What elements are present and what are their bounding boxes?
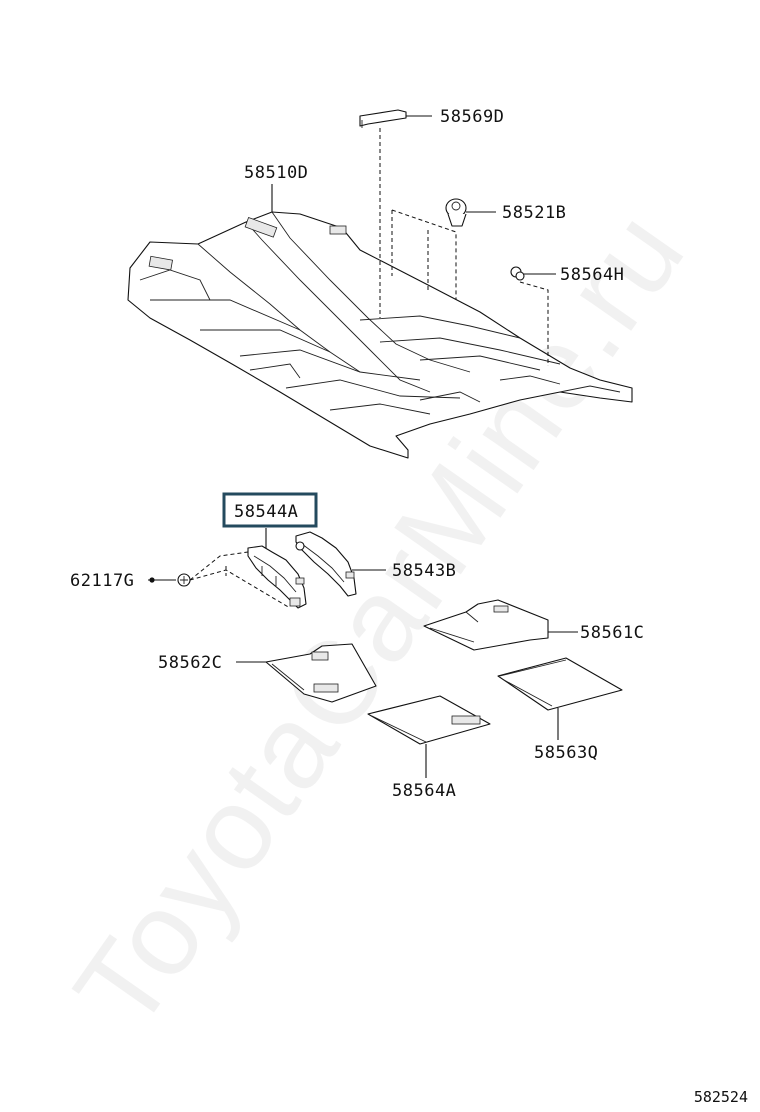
label-58563Q[interactable]: 58563Q [534,743,598,763]
label-58564H[interactable]: 58564H [560,265,624,285]
label-58561C[interactable]: 58561C [580,623,644,643]
floor-carpet-drawing[interactable] [127,211,633,459]
bracket-drawing[interactable] [247,545,307,609]
figure-code: 582524 [693,1088,748,1106]
floor-strip-drawing[interactable] [359,109,407,128]
screw-drawing[interactable] [177,573,191,587]
label-58544A[interactable]: 58544A [234,502,298,522]
label-58543B[interactable]: 58543B [392,561,456,581]
floor-mat-passenger-drawing[interactable] [367,695,491,745]
clip-small-drawing[interactable] [510,266,525,281]
highlight-box [222,492,318,528]
label-58521B[interactable]: 58521B [502,203,566,223]
floor-mat-trunk-drawing[interactable] [497,657,623,711]
label-58569D[interactable]: 58569D [440,107,504,127]
label-58510D[interactable]: 58510D [244,163,308,183]
label-62117G[interactable]: 62117G [70,571,134,591]
clip-drawing[interactable] [445,198,467,227]
floor-mat-rear-drawing[interactable] [423,599,549,651]
floor-mat-driver-drawing[interactable] [265,643,377,703]
bracket-right-drawing[interactable] [295,531,357,597]
label-58562C[interactable]: 58562C [158,653,222,673]
label-58564A[interactable]: 58564A [392,781,456,801]
